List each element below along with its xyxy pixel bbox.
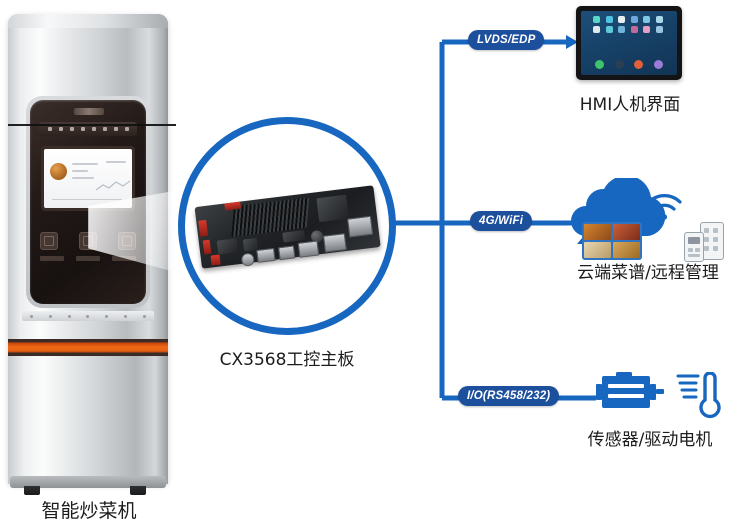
pcb-substrate (194, 185, 381, 269)
mainboard-caption: CX3568工控主板 (219, 350, 355, 370)
badge-io-rs458-232[interactable]: I/O(RS458/232) (458, 386, 560, 406)
tablet-screen (581, 11, 677, 75)
hmi-tablet-icon (576, 6, 682, 80)
panel-divider-line (8, 124, 176, 126)
recipe-photo-grid (582, 222, 642, 260)
menu-grid-button-icon (40, 232, 58, 250)
appliance-control-panel (30, 100, 146, 304)
appliance-base (10, 476, 166, 488)
smart-cooking-machine-illustration (8, 14, 176, 498)
appliance-top-edge (8, 14, 168, 28)
mobile-phone-icon-front (684, 232, 704, 262)
dish-thumbnail-icon (50, 163, 67, 180)
appliance-foot-left (24, 486, 40, 495)
orange-accent-stripe (8, 339, 168, 356)
appliance-foot-right (130, 486, 146, 495)
appliance-lower-door (8, 356, 168, 484)
hmi-caption: HMI人机界面 (579, 95, 681, 115)
motor-icon (596, 372, 664, 408)
settings-button-icon (118, 232, 136, 250)
appliance-lcd-screen (41, 146, 135, 211)
panel-indicator-strip (22, 311, 154, 321)
thermometer-icon (676, 371, 721, 419)
badge-lvds-edp[interactable]: LVDS/EDP (468, 30, 545, 50)
lcd-chart-icon (96, 180, 130, 191)
badge-4g-wifi[interactable]: 4G/WiFi (470, 211, 533, 231)
profile-button-icon (79, 232, 97, 250)
cloud-caption: 云端菜谱/远程管理 (577, 263, 719, 283)
brand-logo (74, 108, 104, 115)
tablet-app-icons (593, 16, 665, 33)
motor-sensor-icon-group (592, 371, 742, 424)
appliance-function-buttons (40, 230, 136, 252)
motor-caption: 传感器/驱动电机 (587, 430, 713, 450)
cloud-icon (571, 175, 666, 236)
tablet-dock-icons (595, 60, 663, 69)
mobile-phone-icon-back (700, 222, 724, 260)
wifi-icon (647, 194, 682, 220)
appliance-caption: 智能炒菜机 (41, 500, 137, 522)
button-labels (40, 256, 136, 264)
